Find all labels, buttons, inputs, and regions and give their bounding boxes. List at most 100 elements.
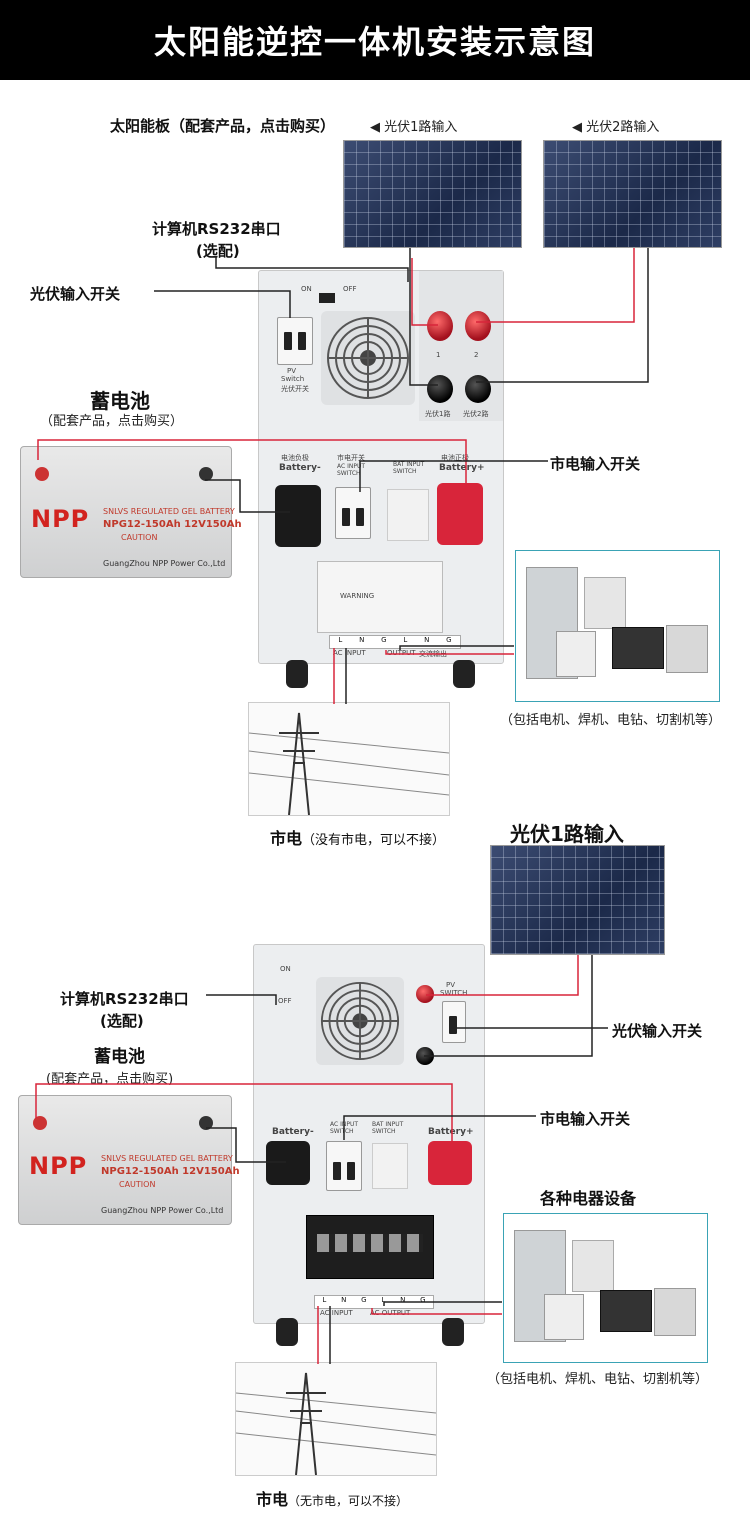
- bat-neg-text: Battery-: [279, 463, 321, 473]
- pv2-arrow-label: ◀ 光伏2路输入: [572, 116, 659, 135]
- pv1-negative-terminal[interactable]: [427, 375, 453, 403]
- mains-input-breaker-top[interactable]: [335, 487, 371, 539]
- term-g2: G: [420, 1296, 426, 1304]
- pv-breaker-bottom[interactable]: [442, 1001, 466, 1043]
- battery-label-bottom: 蓄电池: [94, 1047, 145, 1067]
- wheel: [442, 1318, 464, 1346]
- battery-negative-terminal-bottom[interactable]: [266, 1141, 310, 1185]
- battery-bottom: NPP SNLVS REGULATED GEL BATTERY NPG12-15…: [18, 1095, 240, 1225]
- pv1-input-label-bottom: 光伏1路输入: [510, 822, 624, 846]
- pv-breaker-top[interactable]: [277, 317, 313, 365]
- pv-cn1: 光伏1路: [425, 410, 451, 418]
- term-l1: L: [322, 1296, 327, 1304]
- battery-neg-post: [199, 467, 213, 481]
- pv-switch-label-bottom: 光伏输入开关: [612, 1022, 703, 1040]
- battery-brand: NPP: [31, 505, 90, 533]
- washer-icon: [556, 631, 596, 677]
- battery-wire-red-bottom: [35, 1083, 453, 1142]
- terminal-screws: [317, 1234, 423, 1252]
- grid-sub-label-bottom: （无市电，可以不接）: [288, 1494, 409, 1508]
- battery-positive-terminal[interactable]: [437, 483, 483, 545]
- battery-label: 蓄电池: [90, 389, 150, 413]
- pv1-input-label: 光伏1路输入: [384, 120, 458, 135]
- term-g1: G: [381, 636, 387, 644]
- pv1-wire-red: [411, 258, 438, 326]
- term-g2: G: [446, 636, 452, 644]
- on-label: ON: [301, 285, 312, 293]
- kettle-icon: [654, 1288, 696, 1336]
- pv-wire-red-bottom: [426, 955, 579, 996]
- mains-input-breaker-bottom[interactable]: [326, 1141, 362, 1191]
- battery-positive-terminal-bottom[interactable]: [428, 1141, 472, 1185]
- pv-switch-label: 光伏输入开关: [30, 285, 121, 303]
- battery-model: NPG12-150Ah 12V150Ah: [103, 519, 242, 530]
- wheel: [276, 1318, 298, 1346]
- pv-cn2: 光伏2路: [463, 410, 489, 418]
- output-wire-red: [385, 650, 514, 655]
- pv-text: PV: [287, 367, 297, 375]
- battery-neg-post-bottom: [199, 1116, 213, 1130]
- warning-text: WARNING: [340, 592, 375, 600]
- solar-panel-2: [543, 140, 722, 248]
- pv-num1: 1: [436, 351, 441, 359]
- power-tower-icon: [248, 712, 450, 816]
- pv-switch-cn-text: 光伏开关: [281, 385, 309, 393]
- bat-pos-cn: 电池正极: [441, 454, 469, 462]
- mains-switch-label: 市电输入开关: [550, 455, 641, 473]
- bat-input-switch-text: BAT INPUT SWITCH: [393, 461, 425, 475]
- ac-output-text-bottom: AC OUTPUT: [370, 1309, 411, 1317]
- kettle-icon: [666, 625, 708, 673]
- output-wire-black-bottom: [383, 1301, 502, 1306]
- solar-panel-bottom: [490, 845, 665, 955]
- pv2-positive-terminal[interactable]: [465, 311, 491, 341]
- term-n2: N: [424, 636, 430, 644]
- bat-neg-text-bottom: Battery-: [272, 1127, 314, 1137]
- mains-switch-leader: [359, 460, 548, 492]
- microwave-icon: [612, 627, 664, 669]
- pv-text-bottom: PV: [446, 981, 456, 989]
- pv-positive-terminal-bottom[interactable]: [416, 985, 434, 1003]
- arrow-left-icon: ◀: [370, 120, 385, 135]
- title-banner: 太阳能逆控一体机安装示意图: [0, 0, 750, 80]
- ac-input-text-bottom: AC INPUT: [320, 1309, 353, 1317]
- battery-maker-bottom: GuangZhou NPP Power Co.,Ltd: [101, 1206, 224, 1215]
- terminal-cover: WARNING: [317, 561, 443, 633]
- appliances-note-bottom: （包括电机、焊机、电钻、切割机等）: [487, 1372, 709, 1387]
- output-text: OUTPUT: [387, 649, 416, 657]
- battery-caution: CAUTION: [121, 533, 158, 542]
- battery-pos-post: [35, 467, 49, 481]
- power-tower-image: [248, 702, 450, 816]
- ac-unit-icon: [584, 577, 626, 629]
- rs232-port: [319, 293, 335, 303]
- microwave-icon: [600, 1290, 652, 1332]
- rs232-leader: [215, 256, 409, 282]
- off-label: OFF: [343, 285, 357, 293]
- inverter-cabinet-bottom: ON OFF PV SWITCH Battery- AC INPUT SWITC…: [253, 944, 485, 1324]
- power-tower-icon: [235, 1372, 437, 1476]
- mains-switch-leader-bottom: [343, 1115, 536, 1140]
- term-l2: L: [403, 636, 408, 644]
- grid-label-row: 市电（没有市电，可以不接）: [270, 825, 445, 849]
- term-n1: N: [359, 636, 365, 644]
- battery-model-bottom: NPG12-150Ah 12V150Ah: [101, 1166, 240, 1177]
- appliances-image-bottom: [503, 1213, 708, 1363]
- ac-input-switch-text: AC INPUT SWITCH: [337, 463, 366, 477]
- pv1-positive-terminal[interactable]: [427, 311, 453, 341]
- battery-negative-terminal[interactable]: [275, 485, 321, 547]
- washer-icon: [544, 1294, 584, 1340]
- ac-terminal-strip-bottom: L N G L N G: [314, 1295, 434, 1309]
- pv1-arrow-label: ◀ 光伏1路输入: [370, 116, 457, 135]
- output-wire-red-bottom: [371, 1308, 502, 1315]
- ac-unit-icon: [572, 1240, 614, 1292]
- rs232-label: 计算机RS232串口: [152, 220, 281, 238]
- grid-sub-label: （没有市电，可以不接）: [302, 833, 446, 848]
- bat-neg-cn: 电池负极: [281, 454, 309, 462]
- switch-text: Switch: [281, 375, 305, 383]
- grid-label: 市电: [270, 829, 303, 848]
- cooling-fan-icon: [321, 311, 415, 405]
- appliances-label-bottom: 各种电器设备: [540, 1189, 637, 1208]
- pv2-negative-terminal[interactable]: [465, 375, 491, 403]
- wheel: [286, 660, 308, 688]
- ac-switch-cn: 市电开关: [337, 454, 365, 462]
- grid-label-row-bottom: 市电（无市电，可以不接）: [256, 1486, 408, 1510]
